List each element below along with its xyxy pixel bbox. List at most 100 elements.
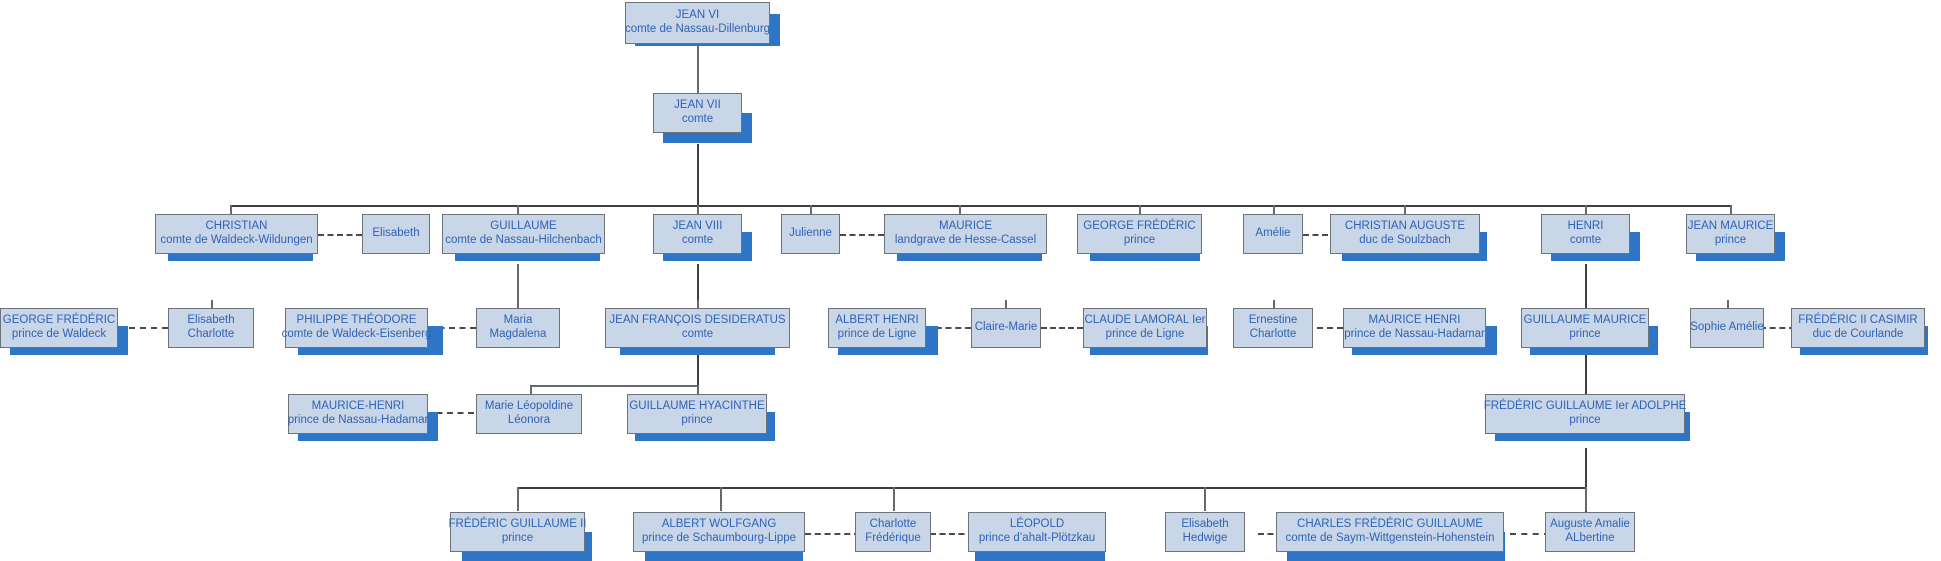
node-christian-line2: comte de Waldeck-Wildungen — [160, 234, 313, 246]
node-amelie[interactable]: Amélie — [1243, 214, 1303, 254]
node-jean6[interactable]: JEAN VI comte de Nassau-Dillenburg — [625, 2, 770, 44]
node-elischar-line2: Charlotte — [187, 328, 235, 340]
connector-jeanfrancois-down — [697, 348, 699, 408]
node-elischar[interactable]: Elisabeth Charlotte — [168, 308, 254, 348]
node-jean7[interactable]: JEAN VII comte — [653, 93, 742, 133]
node-philtheo[interactable]: PHILIPPE THÉODORE comte de Waldeck-Eisen… — [282, 308, 431, 348]
node-alberthenri-line2: prince de Ligne — [837, 328, 917, 340]
node-philtheo-line2: comte de Waldeck-Eisenberg — [281, 328, 432, 340]
marriage-christian-elisabeth — [318, 234, 362, 236]
node-guillaume[interactable]: GUILLAUME comte de Nassau-Hilchenbach — [442, 214, 605, 254]
marriage-ernestine-mauricehenri — [1307, 327, 1343, 329]
node-fredguiladolphe[interactable]: FRÉDÉRIC GUILLAUME Ier ADOLPHE prince — [1484, 394, 1686, 434]
node-maurice[interactable]: MAURICE landgrave de Hesse-Cassel — [884, 214, 1047, 254]
bus-bottom — [517, 487, 1586, 489]
node-augusteam[interactable]: Auguste Amalie ALbertine — [1545, 512, 1635, 552]
marriage-julienne-maurice — [840, 234, 884, 236]
node-jean8-line1: JEAN VIII — [672, 220, 723, 233]
marriage-amelie-chrisaug — [1303, 234, 1347, 236]
node-henri-line1: HENRI — [1567, 220, 1604, 233]
marriage-philtheo-mariamag — [428, 327, 476, 329]
node-guilhya[interactable]: GUILLAUME HYACINTHE prince — [627, 394, 767, 434]
node-augusteam-line1: Auguste Amalie — [1550, 518, 1630, 531]
node-julienne[interactable]: Julienne — [781, 214, 840, 254]
node-henri[interactable]: HENRI comte — [1541, 214, 1630, 254]
node-ernestine-line1: Ernestine — [1248, 314, 1298, 327]
node-albertwolf[interactable]: ALBERT WOLFGANG prince de Schaumbourg-Li… — [633, 512, 805, 552]
connector-henri-down — [1585, 264, 1587, 322]
node-guilmaurice[interactable]: GUILLAUME MAURICE prince — [1521, 308, 1649, 348]
node-gfwaldeck[interactable]: GEORGE FRÉDÉRIC prince de Waldeck — [0, 308, 118, 348]
node-christian[interactable]: CHRISTIAN comte de Waldeck-Wildungen — [155, 214, 318, 254]
marriage-albertwolf-charlottefr — [805, 533, 860, 535]
node-amelie-line1: Amélie — [1255, 227, 1291, 240]
node-jeanfrancois-line1: JEAN FRANÇOIS DESIDERATUS — [609, 314, 786, 327]
marriage-clairemarie-claudelam — [1041, 327, 1083, 329]
node-georgefred-line2: prince — [1123, 234, 1156, 246]
node-mauricehenri[interactable]: MAURICE HENRI prince de Nassau-Hadamar — [1343, 308, 1486, 348]
node-mauricehenri2[interactable]: MAURICE-HENRI prince de Nassau-Hadamar — [288, 394, 428, 434]
node-clairemarie[interactable]: Claire-Marie — [971, 308, 1041, 348]
node-fred2cas-line2: duc de Courlande — [1812, 328, 1904, 340]
node-fredguil2[interactable]: FRÉDÉRIC GUILLAUME II prince — [448, 512, 587, 552]
node-maurice-line2: landgrave de Hesse-Cassel — [894, 234, 1037, 246]
node-marieleo[interactable]: Marie Léopoldine Léonora — [476, 394, 582, 434]
node-guillaume-line2: comte de Nassau-Hilchenbach — [445, 234, 602, 246]
node-jean8[interactable]: JEAN VIII comte — [653, 214, 742, 254]
node-elischar-line1: Elisabeth — [187, 314, 235, 327]
node-fredguil2-line2: prince — [501, 532, 534, 544]
node-ernestine-line2: Charlotte — [1249, 328, 1297, 340]
node-marieleo-line1: Marie Léopoldine — [484, 400, 574, 413]
node-sophieamelie[interactable]: Sophie Amélie — [1690, 308, 1764, 348]
node-mariamag-line1: Maria — [503, 314, 533, 327]
node-jean7-line2: comte — [681, 113, 714, 125]
node-mariamag-line2: Magdalena — [489, 328, 547, 340]
node-alberthenri-line1: ALBERT HENRI — [835, 314, 919, 327]
node-jean6-line1: JEAN VI — [675, 9, 720, 22]
node-chrisaug-line1: CHRISTIAN AUGUSTE — [1344, 220, 1466, 233]
marriage-mauricehenri2-marieleo — [426, 412, 474, 414]
marriage-alberthenri-clairemarie — [926, 327, 971, 329]
node-leopold-line2: prince d’ahalt-Plötzkau — [978, 532, 1096, 544]
node-fred2cas[interactable]: FRÉDÉRIC II CASIMIR duc de Courlande — [1791, 308, 1925, 348]
node-leopold[interactable]: LÉOPOLD prince d’ahalt-Plötzkau — [968, 512, 1106, 552]
node-mariamag[interactable]: Maria Magdalena — [476, 308, 560, 348]
node-charlottefr-line2: Frédérique — [865, 532, 921, 544]
node-charlottefr[interactable]: Charlotte Frédérique — [855, 512, 931, 552]
node-gfwaldeck-line2: prince de Waldeck — [11, 328, 107, 340]
marriage-charlottefr-leopold — [930, 533, 974, 535]
node-elisabeth[interactable]: Elisabeth — [362, 214, 430, 254]
bus-jeanfrancois-children — [530, 385, 699, 387]
node-alberthenri[interactable]: ALBERT HENRI prince de Ligne — [828, 308, 926, 348]
connector-jean7-down — [697, 144, 699, 206]
node-maurice-line1: MAURICE — [938, 220, 993, 233]
node-leopold-line1: LÉOPOLD — [1009, 518, 1065, 531]
connector-fredguiladolphe-down — [1585, 448, 1587, 512]
node-elishedwige-line1: Elisabeth — [1181, 518, 1229, 531]
node-clairemarie-line1: Claire-Marie — [974, 321, 1038, 334]
node-jeanmaurice[interactable]: JEAN MAURICE prince — [1686, 214, 1775, 254]
node-jeanfrancois-line2: comte — [681, 328, 714, 340]
node-jeanfrancois[interactable]: JEAN FRANÇOIS DESIDERATUS comte — [605, 308, 790, 348]
node-charlesfred-line2: comte de Saym-Wittgenstein-Hohenstein — [1285, 532, 1495, 544]
node-claudelam[interactable]: CLAUDE LAMORAL Ier prince de Ligne — [1083, 308, 1207, 348]
node-charlesfred[interactable]: CHARLES FRÉDÉRIC GUILLAUME comte de Saym… — [1276, 512, 1504, 552]
node-charlesfred-line1: CHARLES FRÉDÉRIC GUILLAUME — [1297, 518, 1483, 531]
node-gfwaldeck-line1: GEORGE FRÉDÉRIC — [2, 314, 116, 327]
node-albertwolf-line1: ALBERT WOLFGANG — [661, 518, 777, 531]
node-georgefred-line1: GEORGE FRÉDÉRIC — [1083, 220, 1196, 233]
bus-row3 — [230, 205, 1730, 207]
node-guilhya-line2: prince — [681, 414, 713, 426]
node-georgefred[interactable]: GEORGE FRÉDÉRIC prince — [1077, 214, 1202, 254]
node-jean7-line1: JEAN VII — [674, 99, 721, 112]
node-elisabeth-line1: Elisabeth — [372, 227, 420, 240]
node-elishedwige[interactable]: Elisabeth Hedwige — [1165, 512, 1245, 552]
node-chrisaug[interactable]: CHRISTIAN AUGUSTE duc de Soulzbach — [1330, 214, 1480, 254]
node-julienne-line1: Julienne — [789, 227, 832, 240]
node-claudelam-line1: CLAUDE LAMORAL Ier — [1084, 314, 1206, 327]
node-guilmaurice-line2: prince — [1569, 328, 1601, 340]
node-ernestine[interactable]: Ernestine Charlotte — [1233, 308, 1313, 348]
node-mauricehenri2-line2: prince de Nassau-Hadamar — [287, 414, 429, 426]
node-philtheo-line1: PHILIPPE THÉODORE — [296, 314, 417, 327]
